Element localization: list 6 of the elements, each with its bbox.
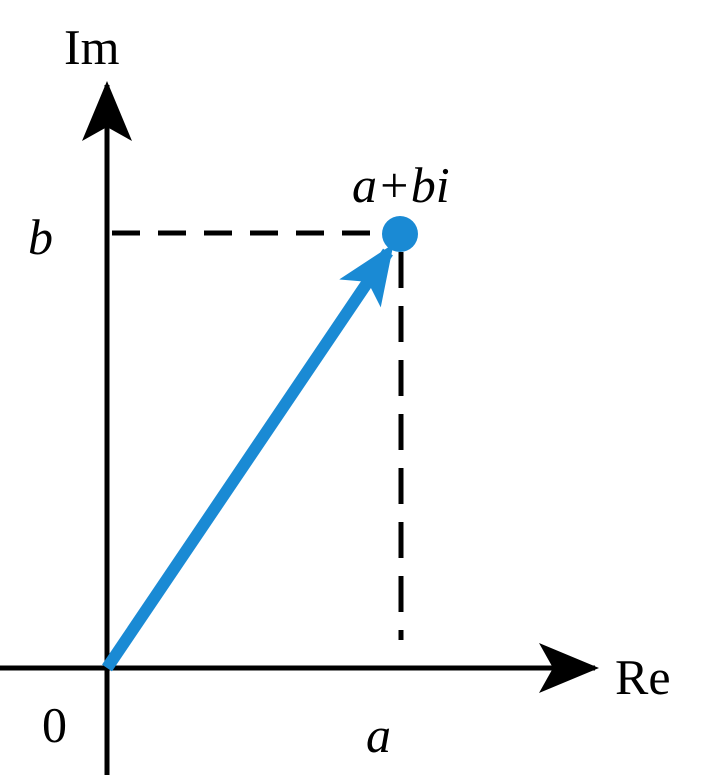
axis-value-label: b [28,212,53,262]
axis-value-label: a [366,710,391,760]
axis-label: Re [615,652,671,702]
point-label: a+bi [352,160,450,210]
axis-label: Im [64,22,120,72]
origin-label: 0 [42,700,67,750]
